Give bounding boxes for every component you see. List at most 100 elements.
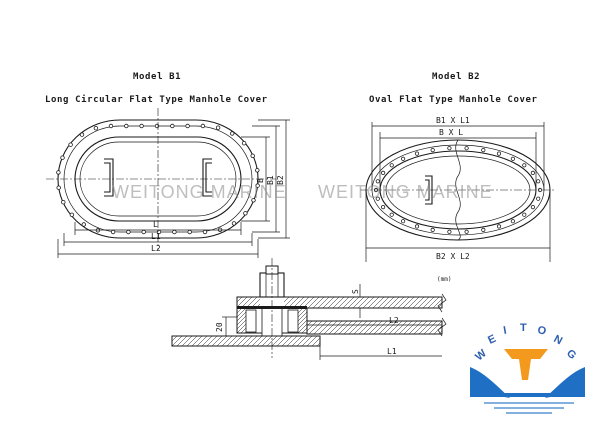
reflection-icon <box>484 402 574 414</box>
hatch-line <box>283 296 290 303</box>
hatch-line <box>171 335 178 342</box>
dim-b-x-l: B X L <box>439 128 463 137</box>
hatch-line <box>382 296 395 309</box>
bolt-hole <box>93 125 99 131</box>
hatch-line <box>281 335 293 347</box>
hatch-line <box>397 296 410 309</box>
model-b2-bolt-holes <box>373 146 543 234</box>
bolt-hole <box>68 142 73 147</box>
model-b2-subtitle: Oval Flat Type Manhole Cover <box>369 95 538 105</box>
dim-b1: B1 <box>266 175 275 185</box>
hatch-line <box>297 308 303 314</box>
bolt-hole <box>530 205 536 210</box>
hatch-line <box>427 296 440 309</box>
hatch-line <box>398 320 413 335</box>
bolt-hole <box>61 199 66 205</box>
hatch-line <box>352 296 365 309</box>
bolt-hole <box>215 125 221 130</box>
bolt-hole <box>185 123 190 129</box>
cross-section-view: S (mm) 20 L2 L1 <box>171 258 451 360</box>
hatch-line <box>322 296 335 309</box>
bolt-hole <box>510 219 516 224</box>
unit-label: (mm) <box>437 276 451 283</box>
hatch-line <box>306 320 318 332</box>
bolt-hole <box>430 227 435 232</box>
watermark-left: WEITONG MARINE <box>112 182 287 202</box>
hatch-line <box>276 335 288 347</box>
model-b1-subtitle: Long Circular Flat Type Manhole Cover <box>45 94 268 105</box>
deck-plate-hatching <box>171 335 321 347</box>
bolt-hole <box>110 229 116 235</box>
hatch-line <box>388 320 403 335</box>
dim-b1-x-l1: B1 X L1 <box>436 116 470 125</box>
bolt-hole <box>380 205 386 210</box>
logo-letter-o: O <box>536 324 547 338</box>
hatch-line <box>206 335 218 347</box>
handle-left-icon <box>104 158 114 197</box>
hatch-line <box>261 335 273 347</box>
dim-b: B <box>256 178 265 183</box>
hatch-line <box>286 335 298 347</box>
hatch-line <box>387 296 400 309</box>
bolt-hole <box>56 170 61 175</box>
handle-right-icon <box>202 158 212 197</box>
hatch-line <box>240 327 247 334</box>
wave-right-icon <box>545 367 585 398</box>
hatch-line <box>348 320 363 335</box>
hatch-line <box>226 335 238 347</box>
hatch-line <box>367 296 380 309</box>
hatch-line <box>353 320 368 335</box>
bolt-hole <box>200 123 206 129</box>
model-b2-plan-view: B1 X L1 B X L B2 X L2 <box>360 116 556 262</box>
hatch-line <box>408 320 423 335</box>
dim-section-l2: L2 <box>389 316 399 325</box>
hatch-line <box>313 320 328 335</box>
hatch-line <box>306 335 318 347</box>
hatch-line <box>246 335 258 347</box>
bolt-hole <box>464 229 469 234</box>
hatch-line <box>297 308 307 318</box>
hatch-line <box>211 335 223 347</box>
hatch-line <box>393 320 408 335</box>
bolt-hole <box>536 196 541 201</box>
hatch-line <box>403 320 418 335</box>
dim-b2: B2 <box>276 175 285 185</box>
dim-b2-x-l2: B2 X L2 <box>436 252 470 261</box>
hatch-line <box>347 296 360 309</box>
hatch-line <box>333 320 348 335</box>
bolt-hole <box>536 179 541 184</box>
hatch-line <box>291 335 303 347</box>
hatch-line <box>236 296 243 303</box>
hatch-line <box>201 335 213 347</box>
hatch-line <box>417 296 430 309</box>
bolt-hole <box>69 212 75 217</box>
hatch-line <box>311 337 321 347</box>
coaming-hatching <box>306 320 443 335</box>
hatch-line <box>266 335 278 347</box>
hatch-line <box>231 335 243 347</box>
dim-l2: L2 <box>151 244 161 253</box>
bolt-hole <box>464 146 469 151</box>
bolt-hole <box>243 211 248 216</box>
wave-base <box>470 393 585 397</box>
bolt-hole <box>375 179 380 184</box>
hatch-line <box>432 298 443 309</box>
hatch-line <box>181 335 193 347</box>
hatch-line <box>196 335 208 347</box>
hatch-line <box>412 296 425 309</box>
bolt-hole <box>530 170 536 175</box>
bolt-hole <box>414 151 420 156</box>
cover-plate-hatching <box>236 296 443 309</box>
hatch-line <box>241 335 253 347</box>
bolt-hole <box>447 146 452 151</box>
hatch-line <box>297 323 308 334</box>
bolt-hole <box>522 163 527 168</box>
hatch-line <box>392 296 405 309</box>
bolt-hole <box>79 132 85 137</box>
hatch-line <box>301 327 308 334</box>
bolt-hole <box>481 227 486 232</box>
dim-section-l1: L1 <box>387 347 397 356</box>
hatch-line <box>191 335 203 347</box>
hatch-line <box>236 308 246 318</box>
